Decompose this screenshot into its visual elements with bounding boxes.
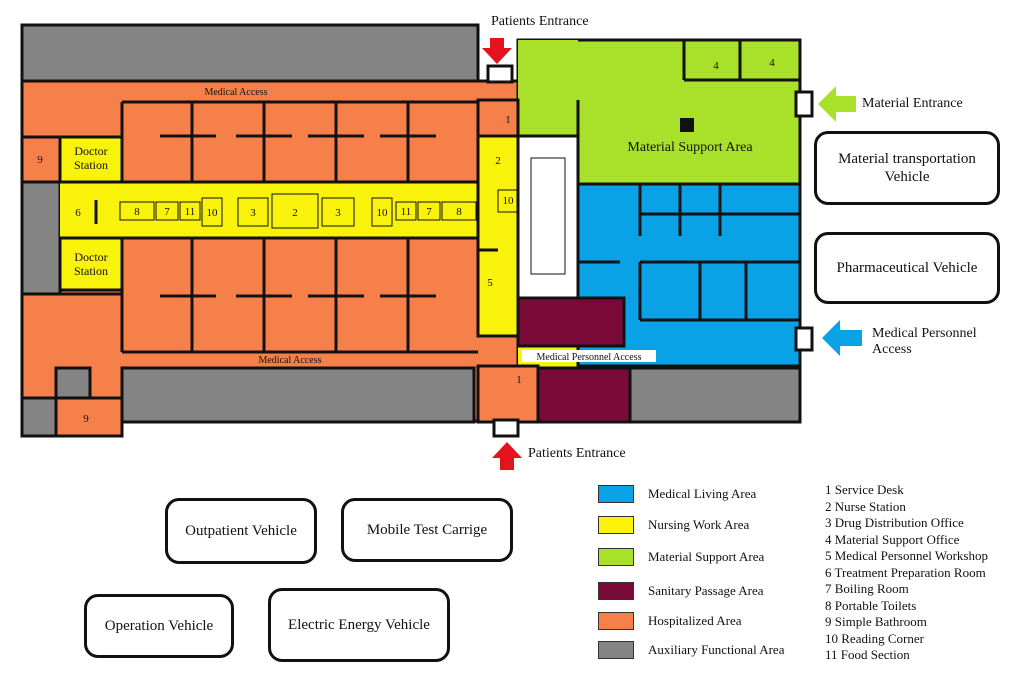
auxiliary-top-strip	[20, 23, 480, 83]
legend-label: Sanitary Passage Area	[648, 583, 764, 598]
material-transportation-vehicle: Material transportation Vehicle	[814, 131, 1000, 205]
pharmaceutical-vehicle: Pharmaceutical Vehicle	[814, 232, 1000, 304]
room-number: 2	[292, 207, 298, 219]
material-entrance-arrow	[818, 86, 856, 122]
room-number: 11	[185, 206, 196, 218]
number-key-item: 8 Portable Toilets	[825, 597, 917, 613]
number-key-item: 4 Material Support Office	[825, 531, 960, 547]
number-key-item: 1 Service Desk	[825, 482, 904, 497]
medical-personnel-access-label: Medical Personnel Access	[537, 352, 642, 363]
room-number: 8	[134, 206, 140, 218]
material-support-area-label: Material Support Area	[627, 140, 753, 155]
number-key: 1 Service Desk 2 Nurse Station 3 Drug Di…	[825, 482, 988, 664]
room-number: 6	[75, 207, 81, 219]
room-number: 11	[401, 206, 412, 218]
room-number: 3	[335, 207, 341, 219]
room-number: 5	[487, 277, 493, 289]
room-number: 9	[83, 413, 89, 425]
legend-label: Medical Living Area	[648, 486, 757, 501]
room-number: 3	[250, 207, 256, 219]
door-bottom	[492, 418, 520, 438]
doctor-station-bottom-text: Doctor Station	[73, 250, 108, 278]
auxiliary-bottom-left	[20, 396, 58, 438]
room-number: 10	[377, 207, 389, 219]
legend-item: Sanitary Passage Area	[598, 581, 764, 601]
operation-vehicle: Operation Vehicle	[84, 594, 234, 658]
number-key-item: 9 Simple Bathroom	[825, 614, 927, 629]
number-key-item: 7 Boiling Room	[825, 581, 909, 596]
hospitalized-bath-bottom	[54, 396, 124, 438]
medical-access-top-label: Medical Access	[204, 87, 267, 98]
legend-swatch	[598, 641, 634, 659]
room-number: 9	[37, 154, 43, 166]
nursing-side-column	[476, 134, 520, 338]
room-number: 1	[516, 374, 522, 386]
door-personnel	[794, 326, 814, 352]
number-key-item: 10 Reading Corner	[825, 630, 924, 646]
door-top	[486, 64, 514, 84]
medical-personnel-arrow	[822, 320, 862, 356]
room-number: 2	[495, 155, 501, 167]
legend-swatch	[598, 548, 634, 566]
nursing-corridor	[60, 182, 518, 238]
room-number: 10	[207, 207, 219, 219]
legend-swatch	[598, 612, 634, 630]
material-entrance-label: Material Entrance	[862, 96, 963, 111]
auxiliary-bottom-right	[628, 366, 802, 424]
outpatient-vehicle: Outpatient Vehicle	[165, 498, 317, 564]
legend-item: Medical Living Area	[598, 484, 756, 504]
number-key-item: 2 Nurse Station	[825, 498, 906, 514]
sanitary-passage-upper	[516, 296, 626, 348]
door-material	[794, 90, 814, 118]
number-key-item: 11 Food Section	[825, 647, 910, 662]
mobile-test-carrige: Mobile Test Carrige	[341, 498, 513, 562]
legend-item: Hospitalized Area	[598, 611, 742, 631]
medical-personnel-access-entrance-label: Medical Personnel Access	[872, 326, 977, 357]
number-key-item: 6 Treatment Preparation Room	[825, 564, 986, 580]
legend-swatch	[598, 516, 634, 534]
medical-access-bottom-label: Medical Access	[258, 355, 321, 366]
room-number: 8	[456, 206, 462, 218]
legend-item: Auxiliary Functional Area	[598, 640, 784, 660]
room-number: 10	[503, 195, 515, 207]
number-key-item: 3 Drug Distribution Office	[825, 515, 964, 530]
patients-entrance-top-arrow	[482, 38, 512, 64]
legend-swatch	[598, 485, 634, 503]
legend-label: Auxiliary Functional Area	[648, 642, 785, 657]
patients-entrance-bottom-label: Patients Entrance	[528, 446, 626, 461]
doctor-station-top-text: Doctor Station	[73, 144, 108, 172]
legend-label: Hospitalized Area	[648, 613, 742, 628]
room-number: 7	[164, 206, 170, 218]
room-number: 4	[713, 60, 719, 72]
patients-entrance-top-label: Patients Entrance	[491, 14, 589, 29]
electric-energy-vehicle: Electric Energy Vehicle	[268, 588, 450, 662]
room-number: 4	[769, 57, 775, 69]
sanitary-passage-lower	[536, 366, 632, 424]
patients-entrance-bottom-arrow	[492, 442, 522, 470]
room-number: 1	[505, 114, 511, 126]
legend-item: Nursing Work Area	[598, 515, 749, 535]
legend-label: Material Support Area	[648, 549, 765, 564]
auxiliary-left-block	[20, 180, 62, 296]
legend-swatch	[598, 582, 634, 600]
auxiliary-bottom-strip	[120, 366, 476, 424]
auxiliary-bottom-small	[54, 366, 92, 400]
legend-item: Material Support Area	[598, 547, 764, 567]
legend-label: Nursing Work Area	[648, 517, 750, 532]
room-number: 7	[426, 206, 432, 218]
number-key-item: 5 Medical Personnel Workshop	[825, 548, 988, 563]
